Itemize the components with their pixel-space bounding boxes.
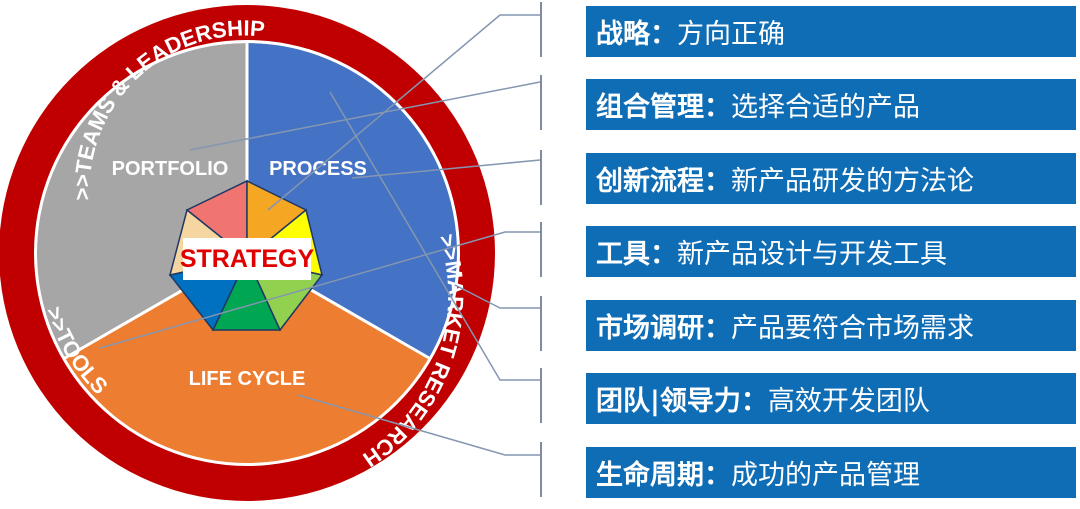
label-term: 生命周期	[596, 460, 704, 491]
label-desc: 高效开发团队	[767, 386, 930, 417]
label-separator: ：	[704, 460, 731, 491]
label-separator: ：	[650, 239, 677, 270]
label-desc: 新产品研发的方法论	[731, 166, 974, 197]
label-desc: 方向正确	[677, 19, 785, 50]
connector-line	[99, 231, 540, 349]
label-desc: 成功的产品管理	[731, 460, 920, 491]
bracket-line	[540, 296, 542, 351]
label-box-tools: 工具：新产品设计与开发工具	[586, 226, 1076, 277]
label-separator: ：	[704, 92, 731, 123]
strategy-label: STRATEGY	[180, 245, 315, 273]
label-separator: ：	[704, 166, 731, 197]
segment-label-life-cycle: LIFE CYCLE	[189, 368, 306, 390]
connector-line	[454, 284, 540, 309]
label-term: 组合管理	[596, 92, 704, 123]
strategy-box	[183, 238, 311, 280]
label-desc: 选择合适的产品	[731, 92, 920, 123]
label-box-strategy: 战略：方向正确	[586, 6, 1076, 57]
label-separator: ：	[704, 313, 731, 344]
bracket-line	[540, 222, 542, 277]
bracket-line	[540, 150, 542, 205]
connector-line	[267, 14, 540, 211]
label-term: 市场调研	[596, 313, 704, 344]
bracket-line	[540, 368, 542, 423]
label-desc: 新产品设计与开发工具	[677, 239, 947, 270]
connector-line	[189, 81, 541, 151]
label-box-life-cycle: 生命周期：成功的产品管理	[586, 447, 1076, 498]
label-desc: 产品要符合市场需求	[731, 313, 974, 344]
label-term: 团队|领导力	[596, 386, 741, 417]
segment-label-portfolio: PORTFOLIO	[112, 158, 229, 180]
segment-label-process: PROCESS	[269, 158, 367, 180]
connector-line	[329, 91, 540, 381]
connector-line	[351, 159, 541, 179]
label-term: 战略	[596, 19, 650, 50]
label-separator: ：	[740, 386, 768, 417]
bracket-line	[540, 75, 542, 130]
label-box-portfolio: 组合管理：选择合适的产品	[586, 79, 1076, 130]
label-separator: ：	[650, 19, 677, 50]
label-box-market-research: 市场调研：产品要符合市场需求	[586, 300, 1076, 351]
label-term: 工具	[596, 239, 650, 270]
bracket-line	[540, 2, 542, 57]
connector-line	[297, 394, 540, 456]
label-term: 创新流程	[596, 166, 704, 197]
bracket-line	[540, 442, 542, 497]
label-box-teams-leadership: 团队|领导力：高效开发团队	[586, 373, 1076, 424]
label-box-process: 创新流程：新产品研发的方法论	[586, 153, 1076, 204]
